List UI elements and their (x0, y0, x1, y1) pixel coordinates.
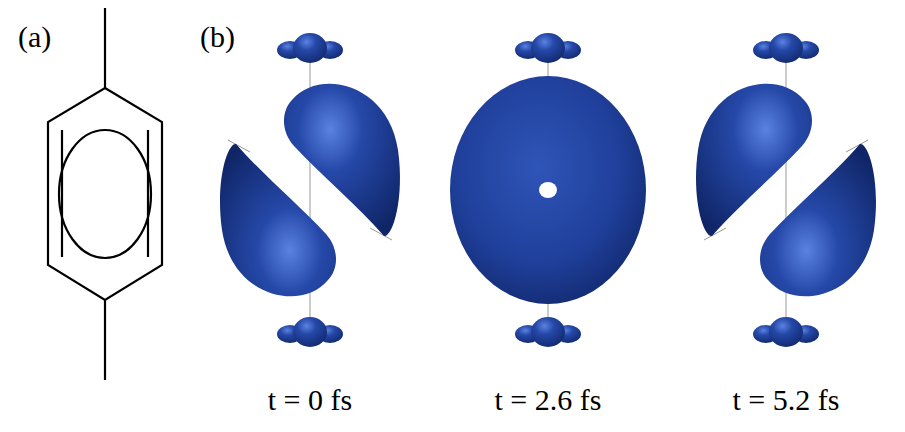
panel-label: (a) (18, 22, 51, 52)
time-label: t = 5.2 fs (733, 385, 840, 415)
xylene-structure (48, 8, 162, 380)
time-label: t = 0 fs (268, 385, 352, 415)
orbital-density (696, 33, 876, 347)
time-label: t = 2.6 fs (495, 385, 602, 415)
orbital-density (220, 33, 400, 347)
panel-label: (b) (200, 22, 235, 52)
orbital-density (450, 33, 646, 347)
